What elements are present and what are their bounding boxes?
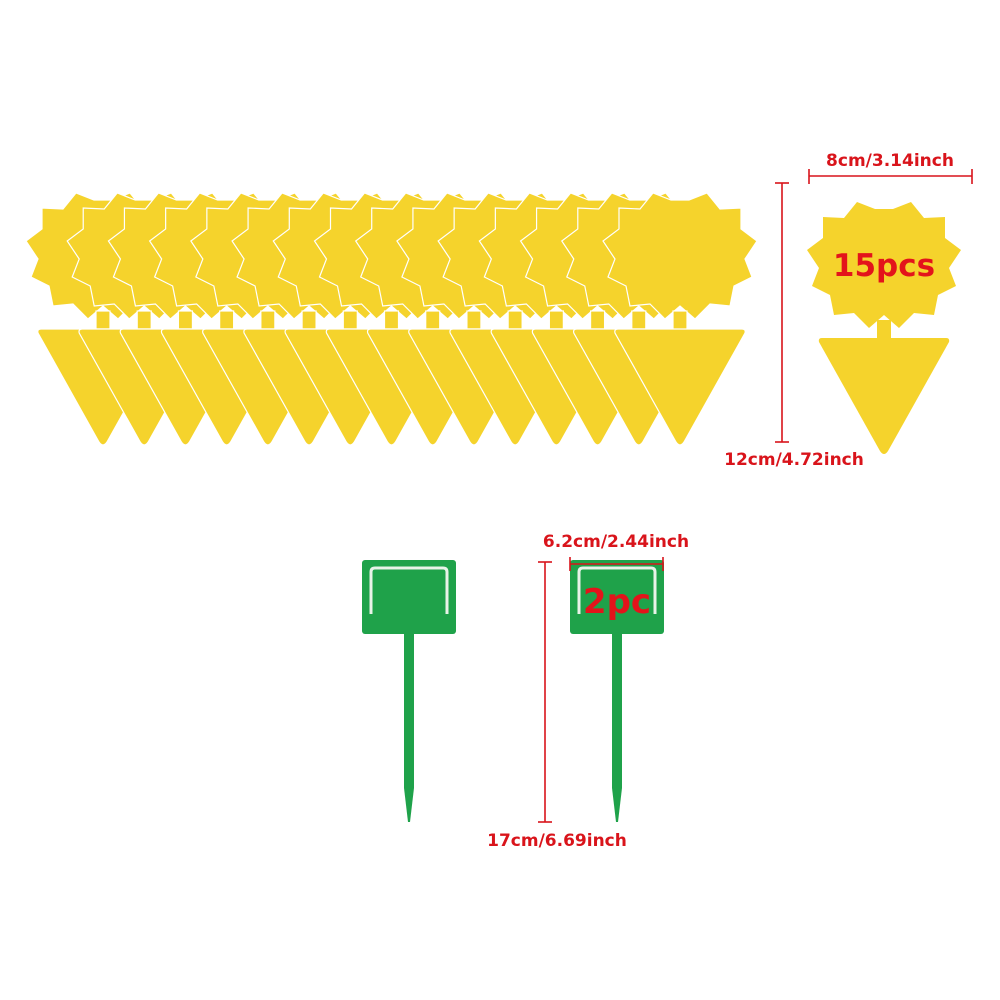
trap-height-label: 12cm/4.72inch <box>724 450 864 470</box>
trap-height-dimension <box>775 182 789 443</box>
trap-width-dimension <box>808 169 973 184</box>
trap-width-label: 8cm/3.14inch <box>826 151 954 171</box>
marker-height-dimension <box>538 561 552 823</box>
marker-quantity-label: 2pc <box>583 582 651 622</box>
marker-width-label: 6.2cm/2.44inch <box>543 532 689 552</box>
marker-width-dimension <box>569 557 664 571</box>
trap-quantity-label: 15pcs <box>833 248 935 284</box>
yellow-sticky-trap-stack <box>25 192 758 446</box>
marker-height-label: 17cm/6.69inch <box>487 831 627 851</box>
yellow-sticky-trap-single <box>807 202 961 454</box>
green-plant-marker <box>360 558 458 824</box>
